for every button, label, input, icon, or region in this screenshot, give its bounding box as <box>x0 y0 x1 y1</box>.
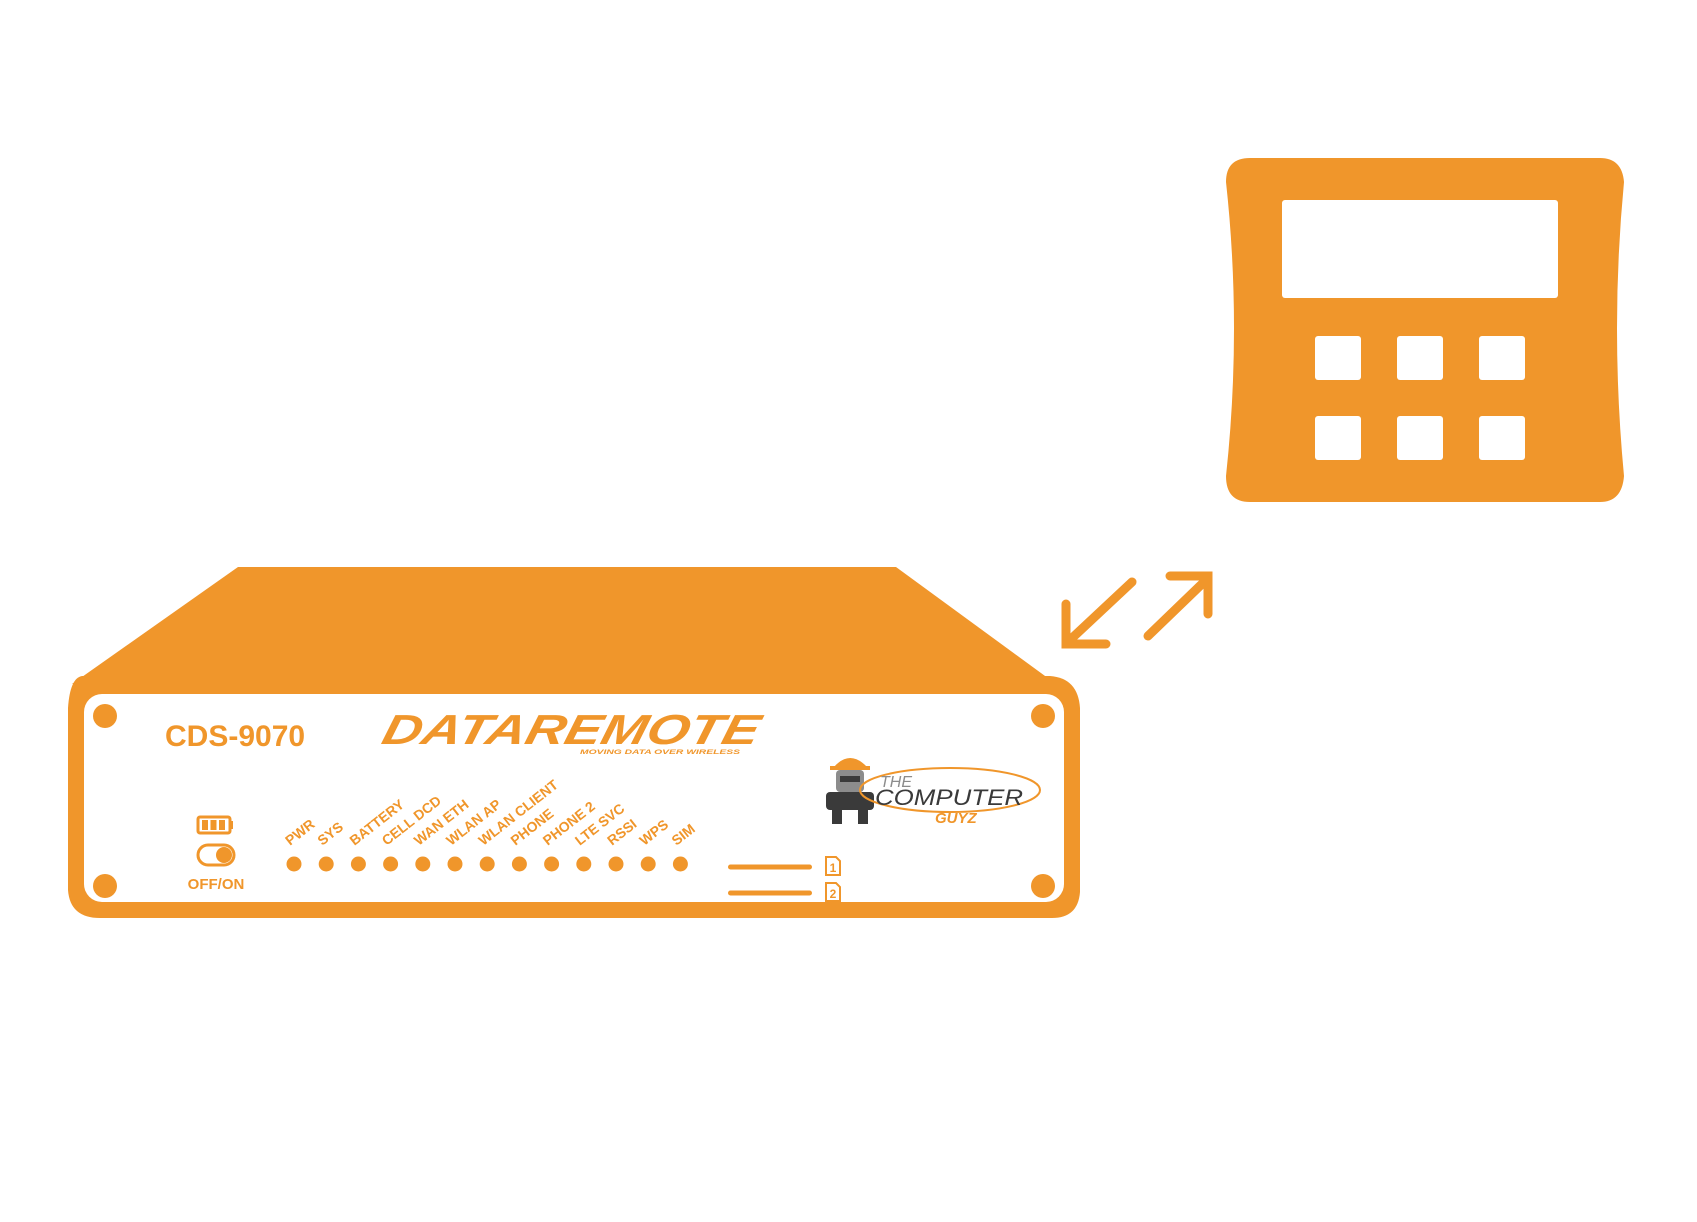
keypad-key <box>1397 416 1443 460</box>
router-lid <box>72 567 1056 684</box>
led-wan-eth <box>415 856 431 872</box>
led-wlan-client <box>479 856 495 872</box>
brand-tagline: MOVING DATA OVER WIRELESS <box>580 750 740 756</box>
keypad-key <box>1479 416 1525 460</box>
mascot-icon <box>826 758 874 824</box>
toggle-switch-icon[interactable] <box>196 843 236 867</box>
partner-logo-line1: THE <box>880 774 912 791</box>
alarm-keypad-icon <box>1226 158 1624 502</box>
sim-slots: 12 <box>728 856 841 902</box>
keypad-key <box>1315 416 1361 460</box>
led-sys <box>318 856 334 872</box>
sim-slot <box>728 864 812 870</box>
brand-logo: DATAREMOTE <box>378 707 768 754</box>
battery-icon <box>196 815 233 835</box>
keypad-display <box>1282 200 1558 298</box>
led-battery <box>350 856 366 872</box>
partner-logo-line3: GUYZ <box>935 810 978 827</box>
led-phone-2 <box>544 856 560 872</box>
keypad-keys <box>1315 336 1525 460</box>
bidirectional-arrow-icon <box>1061 571 1213 649</box>
partner-logo-line2: COMPUTER <box>875 785 1023 810</box>
led-sim <box>672 856 688 872</box>
model-label: CDS-9070 <box>165 720 305 753</box>
sim-slot <box>728 890 812 896</box>
screw-icon <box>1031 874 1055 898</box>
router-device: CDS-9070 DATAREMOTE MOVING DATA OVER WIR… <box>68 567 1080 918</box>
sim-card-icon <box>825 856 841 876</box>
led-wps <box>640 856 656 872</box>
sim-slot-label: 2 <box>830 887 837 901</box>
keypad-key <box>1397 336 1443 380</box>
screw-icon <box>1031 704 1055 728</box>
keypad-key <box>1315 336 1361 380</box>
led-rssi <box>608 856 624 872</box>
led-cell-dcd <box>383 856 399 872</box>
sim-slot-label: 1 <box>830 861 837 875</box>
router-front-face <box>84 694 1064 902</box>
screw-icon <box>93 874 117 898</box>
led-lte-svc <box>576 856 592 872</box>
partner-logo: THE COMPUTER GUYZ <box>826 758 1041 827</box>
sim-card-icon <box>825 882 841 902</box>
led-phone <box>511 856 527 872</box>
switch-label: OFF/ON <box>188 876 245 893</box>
keypad-key <box>1479 336 1525 380</box>
screw-icon <box>93 704 117 728</box>
led-wlan-ap <box>447 856 463 872</box>
led-pwr <box>286 856 302 872</box>
